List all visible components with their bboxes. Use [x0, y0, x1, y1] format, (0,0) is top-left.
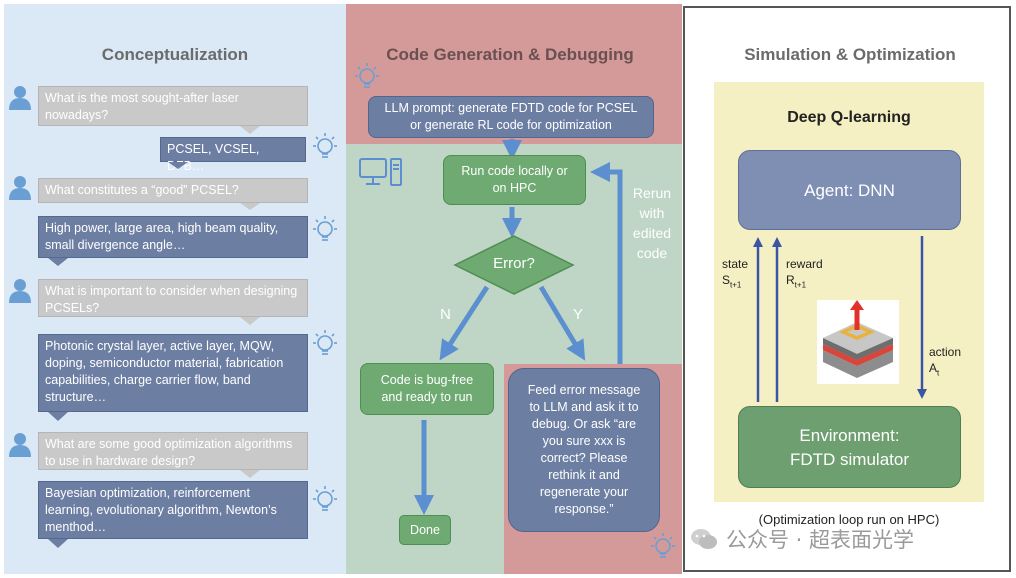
rerun-line: with — [639, 205, 665, 221]
answer-bubble: Photonic crystal layer, active layer, MQ… — [38, 334, 308, 412]
reward-text: reward — [786, 257, 823, 271]
wechat-icon — [691, 529, 717, 549]
rerun-line: code — [636, 245, 668, 261]
no-label: N — [440, 306, 451, 323]
agent-box: Agent: DNN — [738, 150, 961, 230]
simulation-title: Simulation & Optimization — [744, 45, 956, 64]
lightbulb-icon — [313, 216, 337, 241]
rl-arrows — [753, 236, 927, 402]
bubble-tail — [240, 317, 260, 325]
device-structure-icon — [817, 300, 899, 384]
error-decision-diamond — [453, 235, 575, 295]
state-label: state St+1 — [722, 256, 748, 293]
lightbulb-icon — [651, 533, 675, 558]
state-symbol: St+1 — [722, 273, 742, 290]
rl-title: Deep Q-learning — [787, 109, 911, 126]
optimization-caption: (Optimization loop run on HPC) — [758, 512, 940, 527]
question-bubble: What is important to consider when desig… — [38, 279, 308, 317]
reward-symbol: Rt+1 — [786, 273, 807, 290]
bubble-tail — [240, 470, 260, 478]
environment-box: Environment: FDTD simulator — [738, 406, 961, 488]
action-label: action At — [929, 344, 961, 381]
bubble-tail — [48, 539, 68, 548]
state-text: state — [722, 257, 749, 271]
bubble-tail — [48, 412, 68, 421]
person-icon — [9, 279, 31, 303]
action-symbol: At — [929, 361, 940, 378]
lightbulb-icon — [313, 486, 337, 511]
bubble-tail — [48, 258, 68, 266]
llm-prompt-box: LLM prompt: generate FDTD code for PCSEL… — [368, 96, 654, 138]
person-icon — [9, 433, 31, 457]
flowchart-arrows — [414, 139, 623, 515]
environment-line: FDTD simulator — [789, 450, 909, 469]
action-text: action — [929, 345, 962, 359]
answer-bubble: Bayesian optimization, reinforcement lea… — [38, 481, 308, 539]
person-icon — [9, 176, 31, 200]
person-icon — [9, 86, 31, 110]
watermark: 公众号 · 超表面光学 — [690, 522, 1005, 556]
reward-label: reward Rt+1 — [786, 256, 823, 293]
bubble-tail — [240, 126, 260, 134]
rerun-label: Rerun with edited code — [624, 183, 680, 263]
rerun-line: Rerun — [632, 185, 672, 201]
error-decision-label: Error? — [493, 255, 535, 272]
computer-icon — [359, 158, 402, 186]
watermark-text: 公众号 · 超表面光学 — [726, 528, 915, 552]
environment-line: Environment: — [799, 426, 900, 445]
lightbulb-icon — [313, 133, 337, 158]
done-box: Done — [399, 515, 451, 545]
feedback-box: Feed error message to LLM and ask it to … — [508, 368, 660, 532]
bubble-tail — [240, 203, 260, 210]
answer-bubble: PCSEL, VCSEL, DFB… — [160, 137, 306, 173]
code-generation-title: Code Generation & Debugging — [386, 45, 634, 64]
question-bubble: What constitutes a “good” PCSEL? — [38, 178, 308, 203]
run-code-box: Run code locally or on HPC — [443, 155, 586, 205]
conceptualization-title: Conceptualization — [101, 45, 249, 64]
yes-label: Y — [573, 306, 584, 323]
rerun-line: edited — [632, 225, 672, 241]
bubble-tail — [168, 162, 188, 169]
bug-free-box: Code is bug-free and ready to run — [360, 363, 494, 415]
lightbulb-icon — [313, 330, 337, 355]
question-bubble: What is the most sought-after laser nowa… — [38, 86, 308, 126]
lightbulb-icon — [355, 63, 379, 88]
answer-bubble: High power, large area, high beam qualit… — [38, 216, 308, 258]
question-bubble: What are some good optimization algorith… — [38, 432, 308, 470]
